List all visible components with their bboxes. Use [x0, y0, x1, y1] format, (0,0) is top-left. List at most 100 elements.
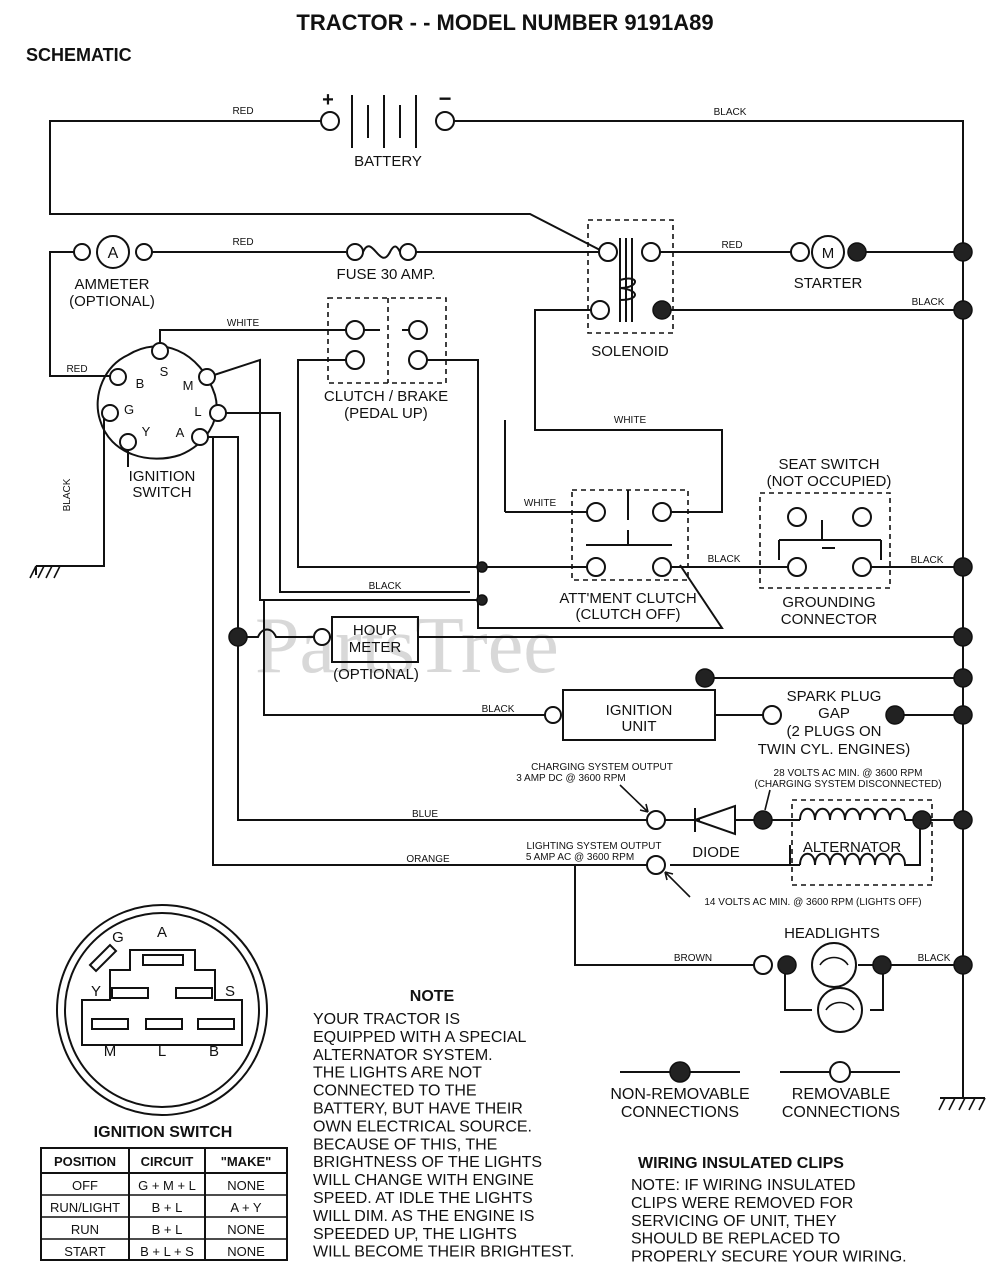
table-cell: RUN — [71, 1222, 99, 1237]
ground-symbol-right — [938, 1090, 986, 1111]
solenoid-label: SOLENOID — [591, 343, 669, 360]
connection-legend: NON-REMOVABLE CONNECTIONS REMOVABLE CONN… — [610, 1061, 900, 1121]
note-line: EQUIPPED WITH A SPECIAL — [313, 1029, 526, 1046]
wire-red-3: RED — [721, 240, 742, 251]
face-label-g: G — [112, 929, 124, 946]
terminal-y: Y — [142, 424, 151, 439]
hour-meter-label-2: METER — [349, 639, 402, 656]
table-cell: OFF — [72, 1178, 98, 1193]
clutch-brake-sub: (PEDAL UP) — [344, 405, 428, 422]
clips-line: SHOULD BE REPLACED TO — [631, 1231, 840, 1248]
note-line: WILL DIM. AS THE ENGINE IS — [313, 1208, 534, 1225]
spark-plug-label-3: (2 PLUGS ON — [786, 723, 881, 740]
seat-switch-label: SEAT SWITCH — [778, 456, 879, 473]
wire-black-1: BLACK — [714, 107, 747, 118]
wire-white-1: WHITE — [227, 318, 260, 329]
wire-black-2: BLACK — [912, 297, 945, 308]
headlights: HEADLIGHTS — [753, 925, 892, 1033]
face-label-m: M — [104, 1043, 117, 1060]
lighting-output-label: LIGHTING SYSTEM OUTPUT — [526, 841, 661, 852]
ground-symbol — [29, 565, 61, 579]
ignition-unit-label: IGNITION — [606, 702, 673, 719]
battery-plus: + — [322, 89, 334, 111]
ignition-switch-sub: SWITCH — [132, 484, 191, 501]
clips-line: SERVICING OF UNIT, THEY — [631, 1213, 837, 1230]
table-cell: A + Y — [230, 1200, 262, 1215]
wire-black-8: BLACK — [62, 478, 73, 511]
terminal-b: B — [136, 376, 145, 391]
wire-black-5: BLACK — [369, 581, 402, 592]
volts28-label: 28 VOLTS AC MIN. @ 3600 RPM — [774, 768, 923, 779]
face-label-l: L — [158, 1043, 166, 1060]
wire-white-2: WHITE — [614, 415, 647, 426]
wire-brown: BROWN — [674, 953, 712, 964]
page-title: TRACTOR - - MODEL NUMBER 9191A89 — [296, 10, 713, 35]
table-cell: START — [64, 1244, 105, 1259]
fuse: FUSE 30 AMP. — [337, 243, 436, 283]
charging-output-spec: 3 AMP DC @ 3600 RPM — [516, 773, 625, 784]
note-line: WILL BECOME THEIR BRIGHTEST. — [313, 1244, 574, 1261]
wire-blue: BLUE — [412, 809, 438, 820]
note-line: SPEEDED UP, THE LIGHTS — [313, 1226, 517, 1243]
face-label-y: Y — [91, 983, 101, 1000]
note-line: BECAUSE OF THIS, THE — [313, 1136, 497, 1153]
ammeter-optional: (OPTIONAL) — [69, 293, 155, 310]
table-header: POSITION — [54, 1154, 116, 1169]
wire-orange: ORANGE — [406, 854, 450, 865]
table-cell: B + L + S — [140, 1244, 194, 1259]
table-cell: G + M + L — [138, 1178, 196, 1193]
wire-red-4: RED — [66, 364, 87, 375]
schematic-subtitle: SCHEMATIC — [26, 45, 132, 65]
ignition-switch: B S M G L Y A IGNITION SWITCH — [96, 342, 227, 501]
wire-red-1: RED — [232, 106, 253, 117]
attment-clutch-label: ATT'MENT CLUTCH — [559, 590, 696, 607]
legend-nonremovable: NON-REMOVABLE — [610, 1086, 749, 1103]
fuse-label: FUSE 30 AMP. — [337, 266, 436, 283]
note-heading: NOTE — [410, 988, 455, 1005]
wire-black-4: BLACK — [911, 555, 944, 566]
volts28-sub: (CHARGING SYSTEM DISCONNECTED) — [754, 779, 941, 790]
charging-output-label: CHARGING SYSTEM OUTPUT — [531, 762, 673, 773]
table-cell: B + L — [152, 1222, 183, 1237]
spark-plug-label-4: TWIN CYL. ENGINES) — [758, 741, 911, 758]
attment-clutch-sub: (CLUTCH OFF) — [576, 606, 681, 623]
starter: M STARTER — [790, 235, 867, 292]
spark-plug-label-1: SPARK PLUG — [787, 688, 882, 705]
wire-black-6: BLACK — [482, 704, 515, 715]
note-line: SPEED. AT IDLE THE LIGHTS — [313, 1190, 533, 1207]
note-line: BATTERY, BUT HAVE THEIR — [313, 1101, 523, 1118]
face-label-a: A — [157, 924, 167, 941]
clutch-brake-label: CLUTCH / BRAKE — [324, 388, 448, 405]
terminal-a: A — [176, 425, 185, 440]
clips-heading: WIRING INSULATED CLIPS — [638, 1155, 844, 1172]
wire-black-3: BLACK — [708, 554, 741, 565]
legend-removable-2: CONNECTIONS — [782, 1104, 900, 1121]
starter-symbol: M — [822, 245, 835, 262]
note-line: OWN ELECTRICAL SOURCE. — [313, 1118, 532, 1135]
ignition-unit: IGNITION UNIT — [544, 668, 716, 741]
ignition-unit-label-2: UNIT — [622, 718, 657, 735]
table-cell: NONE — [227, 1178, 265, 1193]
legend-nonremovable-2: CONNECTIONS — [621, 1104, 739, 1121]
ammeter: A AMMETER (OPTIONAL) — [69, 235, 155, 310]
ammeter-label: AMMETER — [75, 276, 150, 293]
battery-label: BATTERY — [354, 153, 422, 170]
terminal-s: S — [160, 364, 169, 379]
note-line: YOUR TRACTOR IS — [313, 1011, 460, 1028]
hour-meter-label: HOUR — [353, 622, 397, 639]
spark-plug-gap: SPARK PLUG GAP (2 PLUGS ON TWIN CYL. ENG… — [758, 688, 911, 758]
note-line: CONNECTED TO THE — [313, 1083, 477, 1100]
terminal-m: M — [183, 378, 194, 393]
seat-switch: SEAT SWITCH (NOT OCCUPIED) GROUNDING CON… — [759, 456, 891, 628]
wire-white-3: WHITE — [524, 498, 557, 509]
ignition-switch-face: G A Y S M L B — [56, 904, 268, 1116]
lighting-output-spec: 5 AMP AC @ 3600 RPM — [526, 852, 634, 863]
note-line: ALTERNATOR SYSTEM. — [313, 1047, 493, 1064]
terminal-g: G — [124, 402, 134, 417]
